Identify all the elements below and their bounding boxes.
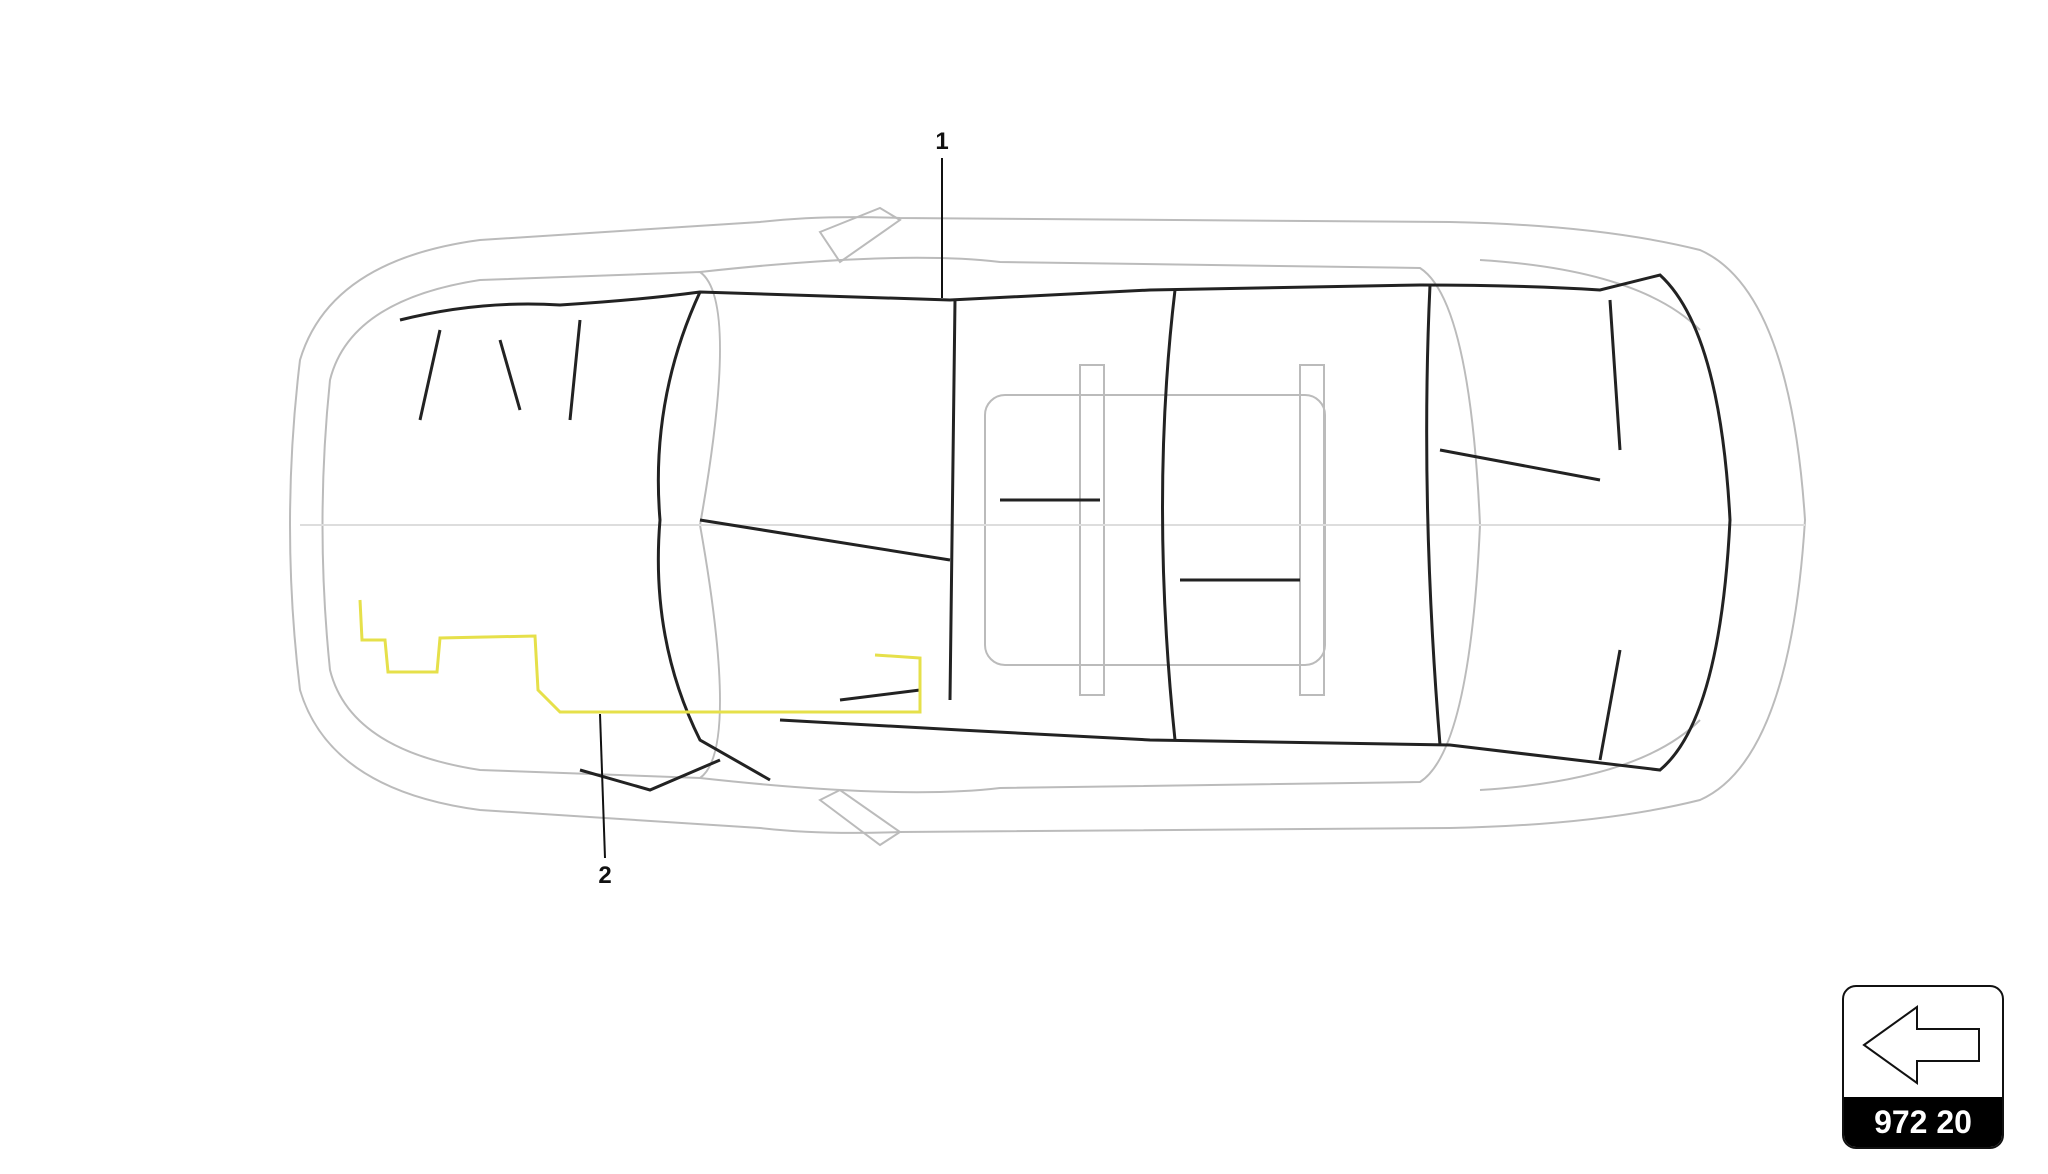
highlighted-harness-2 xyxy=(358,599,922,714)
previous-page-button[interactable]: 972 20 xyxy=(1842,985,2004,1149)
arrow-left-icon xyxy=(1862,1005,1980,1085)
car-body-outline xyxy=(289,206,1807,847)
leader-lines xyxy=(599,158,943,859)
page-code: 972 20 xyxy=(1844,1097,2002,1147)
leader-line-2 xyxy=(599,713,606,859)
wiring-harness xyxy=(399,273,1732,792)
callout-1: 1 xyxy=(935,128,949,155)
callout-2: 2 xyxy=(598,862,612,889)
